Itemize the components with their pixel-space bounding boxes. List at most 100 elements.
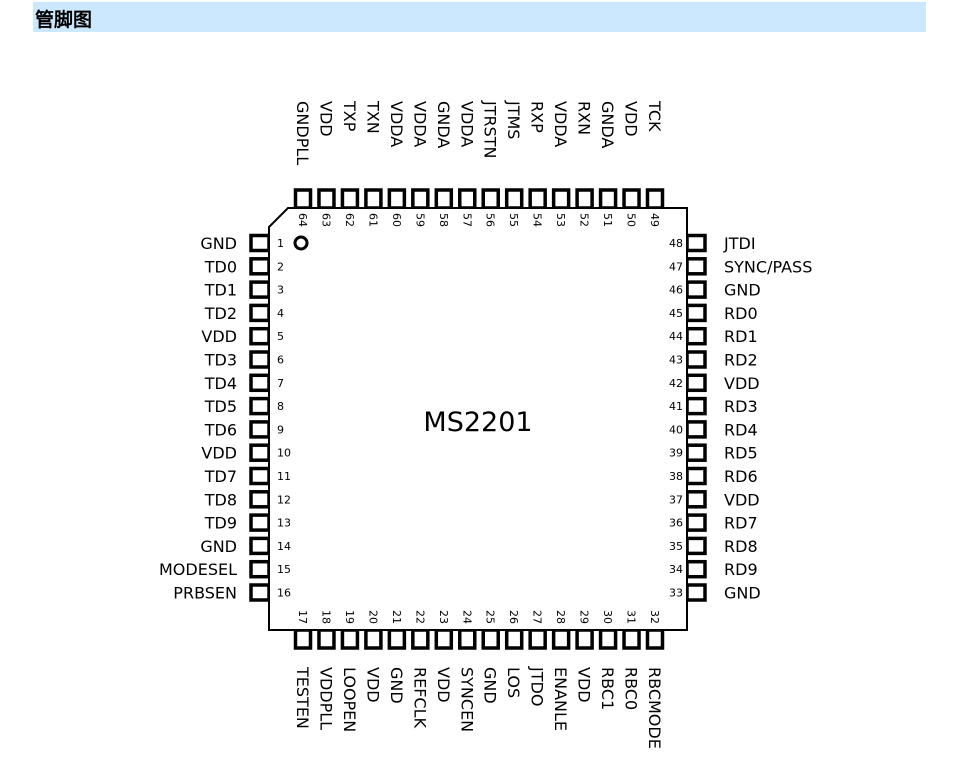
pin-number-19: 19 bbox=[343, 610, 356, 624]
pin-pad-31 bbox=[622, 628, 641, 650]
pin-label-61: TXN bbox=[363, 100, 382, 134]
header-bar: 管脚图 bbox=[33, 2, 926, 32]
pin-label-44: RD1 bbox=[724, 327, 758, 346]
pin-label-7: TD4 bbox=[204, 374, 237, 393]
pin-number-38: 38 bbox=[669, 470, 683, 483]
pin-pad-13 bbox=[249, 513, 271, 532]
pin-number-34: 34 bbox=[669, 563, 683, 576]
pin-label-51: GNDA bbox=[598, 101, 617, 148]
pin-label-40: RD4 bbox=[724, 420, 758, 439]
pin-number-49: 49 bbox=[648, 213, 661, 227]
pin-pad-44 bbox=[685, 326, 707, 346]
pin-number-43: 43 bbox=[669, 354, 683, 367]
pin-number-60: 60 bbox=[390, 213, 403, 227]
pin-label-55: JTMS bbox=[504, 100, 523, 139]
pin-number-5: 5 bbox=[277, 330, 284, 343]
pin-label-37: VDD bbox=[724, 490, 760, 509]
pin-pad-34 bbox=[685, 559, 707, 579]
pin-pad-3 bbox=[249, 280, 271, 299]
pin-label-42: VDD bbox=[724, 374, 760, 393]
pin-label-5: VDD bbox=[201, 327, 237, 346]
pin-number-48: 48 bbox=[669, 237, 683, 250]
pin-pad-51 bbox=[598, 188, 618, 210]
pin-number-2: 2 bbox=[277, 260, 284, 273]
chip-body bbox=[268, 207, 688, 631]
pin-pad-24 bbox=[458, 628, 477, 650]
pin-number-14: 14 bbox=[277, 540, 291, 553]
pin-pad-19 bbox=[340, 628, 360, 650]
pin-number-33: 33 bbox=[669, 587, 683, 600]
pin-number-54: 54 bbox=[531, 213, 544, 227]
pin-label-45: RD0 bbox=[724, 304, 758, 323]
pin-pad-43 bbox=[685, 350, 707, 369]
pin-label-46: GND bbox=[724, 281, 761, 300]
pin-pad-37 bbox=[685, 490, 707, 509]
pin-label-8: TD5 bbox=[204, 397, 237, 416]
pin-pad-36 bbox=[685, 513, 707, 532]
pin-label-63: VDD bbox=[316, 101, 335, 137]
pin-pad-15 bbox=[249, 559, 271, 579]
pin-number-56: 56 bbox=[484, 213, 497, 227]
pin-pad-62 bbox=[340, 188, 360, 210]
pin-number-47: 47 bbox=[669, 260, 683, 273]
pin-number-27: 27 bbox=[531, 610, 544, 624]
pin-label-33: GND bbox=[724, 584, 761, 603]
pin-pad-63 bbox=[317, 188, 336, 210]
pin-pad-6 bbox=[249, 350, 271, 369]
pin-pad-23 bbox=[434, 628, 454, 650]
pin-label-57: VDDA bbox=[457, 101, 476, 147]
pin-number-4: 4 bbox=[277, 307, 284, 320]
pin-pad-46 bbox=[685, 280, 707, 299]
pin-label-54: RXP bbox=[528, 101, 547, 133]
pin-number-3: 3 bbox=[277, 284, 284, 297]
pin-pad-30 bbox=[598, 628, 618, 650]
pin-number-29: 29 bbox=[578, 610, 591, 624]
pin-number-51: 51 bbox=[601, 213, 614, 227]
pin-number-35: 35 bbox=[669, 540, 683, 553]
pin-pad-47 bbox=[685, 257, 707, 276]
pin-number-11: 11 bbox=[277, 470, 291, 483]
pin-number-32: 32 bbox=[648, 610, 661, 624]
pin-label-56: JTRSTN bbox=[481, 100, 500, 159]
pin-label-12: TD8 bbox=[204, 490, 237, 509]
pin-pad-17 bbox=[293, 628, 313, 650]
pin-number-64: 64 bbox=[296, 213, 309, 227]
pin-pad-56 bbox=[481, 188, 500, 210]
pin-number-22: 22 bbox=[413, 610, 426, 624]
pin-pad-54 bbox=[528, 188, 547, 210]
pin-label-49: TCK bbox=[645, 100, 664, 132]
pin-label-50: VDD bbox=[622, 101, 641, 137]
pin-label-4: TD2 bbox=[204, 304, 237, 323]
pin-pad-5 bbox=[249, 326, 271, 346]
pin-number-53: 53 bbox=[554, 213, 567, 227]
pin-number-42: 42 bbox=[669, 377, 683, 390]
pin-pad-49 bbox=[645, 188, 665, 210]
pin-pad-38 bbox=[685, 466, 707, 486]
pin-label-27: JTDO bbox=[528, 666, 547, 706]
pin-label-18: VDDPLL bbox=[316, 667, 335, 730]
pin-pad-8 bbox=[249, 396, 271, 416]
pin-pad-45 bbox=[685, 303, 707, 323]
pin-pad-32 bbox=[645, 628, 665, 650]
pin-pad-61 bbox=[364, 188, 383, 210]
pin-label-17: TESTEN bbox=[293, 666, 312, 729]
pin-label-2: TD0 bbox=[204, 257, 237, 276]
pin-number-44: 44 bbox=[669, 330, 683, 343]
pin-label-25: GND bbox=[481, 667, 500, 704]
pin-number-52: 52 bbox=[578, 213, 591, 227]
pin-pad-33 bbox=[685, 583, 707, 602]
pin-label-19: LOOPEN bbox=[340, 667, 359, 732]
pin-number-23: 23 bbox=[437, 610, 450, 624]
pin-number-16: 16 bbox=[277, 587, 291, 600]
pin-pad-14 bbox=[249, 536, 271, 556]
pin-label-48: JTDI bbox=[723, 234, 756, 253]
pin-label-62: TXP bbox=[340, 100, 359, 132]
pin-number-31: 31 bbox=[625, 610, 638, 624]
pin-label-28: ENANLE bbox=[551, 667, 570, 731]
pin-pad-53 bbox=[551, 188, 571, 210]
page-title: 管脚图 bbox=[35, 9, 93, 31]
pin-number-37: 37 bbox=[669, 493, 683, 506]
pin-number-20: 20 bbox=[366, 610, 379, 624]
pin-label-32: RBCMODE bbox=[645, 667, 664, 749]
